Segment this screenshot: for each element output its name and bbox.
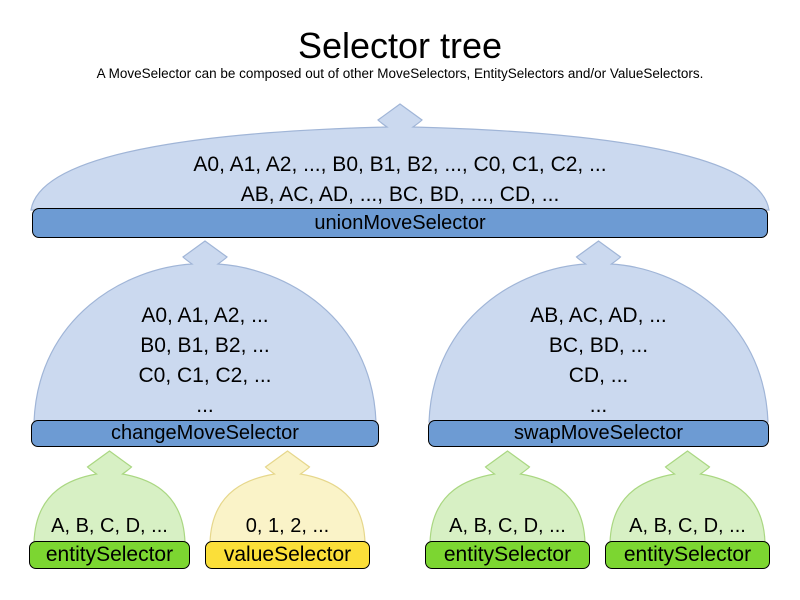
value1-items-line: 0, 1, 2, ... bbox=[245, 515, 330, 537]
entity3-items-line: A, B, C, D, ... bbox=[629, 515, 746, 537]
entity2-dome-items: A, B, C, D, ... bbox=[429, 513, 586, 539]
entity1-dome-shape bbox=[33, 450, 186, 544]
entity1-items-line: A, B, C, D, ... bbox=[51, 515, 168, 537]
union-dome-shape bbox=[30, 103, 770, 211]
entity3-dome-items: A, B, C, D, ... bbox=[609, 513, 766, 539]
union-items-line: AB, AC, AD, ..., BC, BD, ..., CD, ... bbox=[240, 183, 560, 206]
change-items-line: B0, B1, B2, ... bbox=[140, 334, 270, 357]
swap-items-line: BC, BD, ... bbox=[548, 334, 649, 357]
change-move-selector-bar: changeMoveSelector bbox=[31, 420, 379, 447]
change-items-line: A0, A1, A2, ... bbox=[141, 304, 269, 327]
union-dome-items: A0, A1, A2, ..., B0, B1, B2, ..., C0, C1… bbox=[30, 150, 770, 210]
change-items-line: ... bbox=[196, 394, 214, 417]
union-move-selector-bar: unionMoveSelector bbox=[32, 208, 768, 238]
entity3-dome-shape bbox=[609, 450, 766, 544]
swap-items-line: CD, ... bbox=[568, 364, 629, 387]
entity-selector-bar-2: entitySelector bbox=[425, 541, 590, 569]
swap-dome-shape bbox=[428, 240, 769, 423]
value-selector-bar: valueSelector bbox=[205, 541, 370, 569]
union-items-line: A0, A1, A2, ..., B0, B1, B2, ..., C0, C1… bbox=[193, 153, 607, 176]
page-title: Selector tree bbox=[297, 25, 503, 66]
swap-items-line: AB, AC, AD, ... bbox=[530, 304, 667, 327]
entity-selector-bar-1: entitySelector bbox=[29, 541, 190, 569]
entity2-items-line: A, B, C, D, ... bbox=[449, 515, 566, 537]
change-dome-items: A0, A1, A2, ... B0, B1, B2, ... C0, C1, … bbox=[33, 301, 377, 421]
entity1-dome-items: A, B, C, D, ... bbox=[33, 513, 186, 539]
swap-dome-items: AB, AC, AD, ... BC, BD, ... CD, ... ... bbox=[428, 301, 769, 421]
entity2-dome-shape bbox=[429, 450, 586, 544]
page-subtitle: A MoveSelector can be composed out of ot… bbox=[96, 66, 704, 81]
change-dome-shape bbox=[33, 240, 377, 423]
entity-selector-bar-3: entitySelector bbox=[605, 541, 770, 569]
swap-move-selector-bar: swapMoveSelector bbox=[428, 420, 769, 447]
change-items-line: C0, C1, C2, ... bbox=[138, 364, 272, 387]
value1-dome-items: 0, 1, 2, ... bbox=[209, 513, 366, 539]
value1-dome-shape bbox=[209, 450, 366, 544]
swap-items-line: ... bbox=[589, 394, 608, 417]
